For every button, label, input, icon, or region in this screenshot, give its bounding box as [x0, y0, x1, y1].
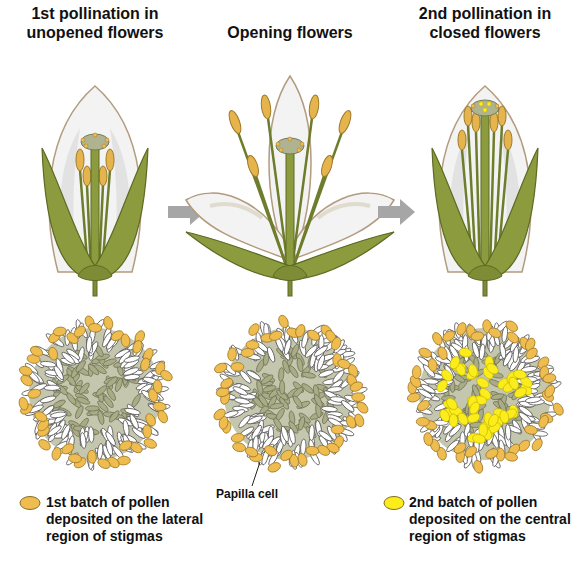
unopened-flower	[42, 86, 148, 296]
panel-heading: Opening flowers	[205, 23, 375, 42]
legend-text: 1st batch of pollen deposited on the lat…	[46, 494, 231, 544]
panel-heading: 2nd pollination in closed flowers	[396, 4, 574, 42]
pollen-swatch	[20, 497, 40, 510]
process-arrow	[378, 199, 415, 225]
legend-swatch	[18, 495, 42, 511]
stigma	[212, 314, 370, 474]
legend-text: 2nd batch of pollen deposited on the cen…	[409, 494, 575, 544]
closed-flower	[432, 86, 538, 296]
part-label: Papilla cell	[214, 487, 280, 501]
stigma-closeups	[18, 314, 566, 474]
pollen-swatch	[384, 497, 404, 510]
panel-heading: 1st pollination in unopened flowers	[6, 4, 184, 42]
leader-line	[252, 462, 260, 486]
opening-flower	[186, 76, 394, 296]
stigma	[18, 315, 175, 471]
legend-swatch	[382, 495, 406, 511]
stigma	[406, 319, 565, 474]
